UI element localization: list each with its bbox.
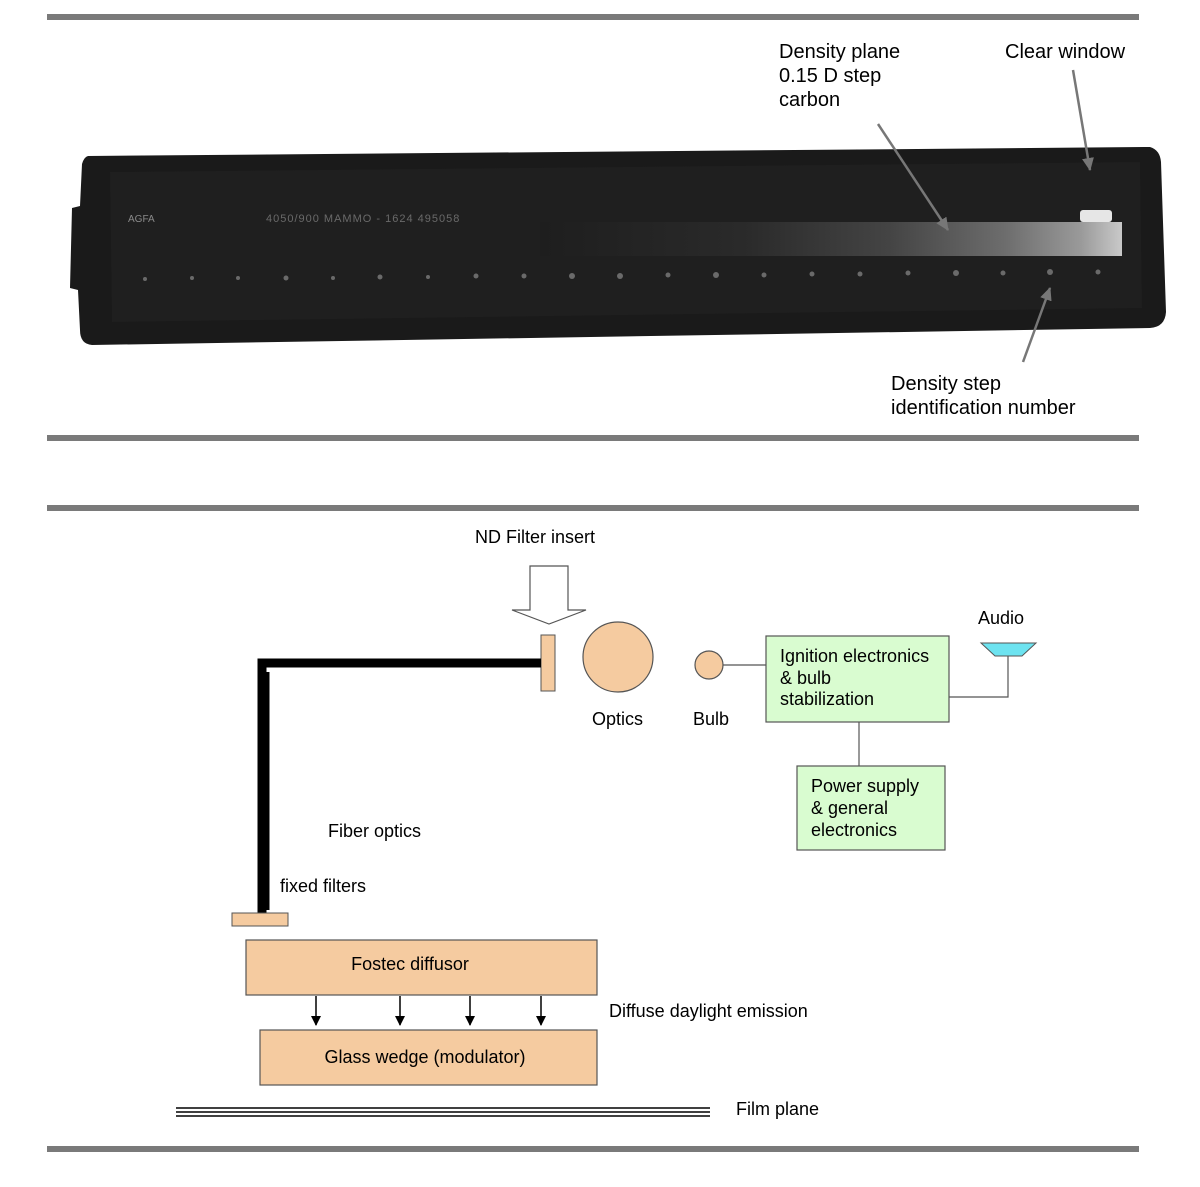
power-label-2: & general (811, 798, 888, 818)
glass-wedge-label: Glass wedge (modulator) (324, 1047, 525, 1067)
power-supply-box (796, 765, 946, 851)
power-label-3: electronics (811, 820, 897, 840)
ignition-label-3: stabilization (780, 689, 874, 709)
engraved-serial: 4050/900 MAMMO - 1624 495058 (266, 213, 460, 225)
step-number-dots (143, 269, 1101, 281)
nd-filter-label: ND Filter insert (475, 527, 595, 547)
top-rule (47, 14, 1139, 20)
power-label-1: Power supply (811, 776, 919, 796)
ignition-label-1: Ignition electronics (780, 646, 929, 666)
clear-window (1080, 210, 1112, 222)
step-id-arrow (1021, 287, 1052, 363)
glass-wedge-box (259, 1029, 598, 1086)
film-plane-label: Film plane (736, 1099, 819, 1119)
nd-filter-slot (540, 634, 556, 692)
diffuse-emission-label: Diffuse daylight emission (609, 1001, 808, 1021)
fostec-diffusor-box (245, 939, 598, 996)
step-wedge-photo: AGFA 4050/900 MAMMO - 1624 495058 (70, 147, 1166, 345)
fixed-filter (231, 912, 289, 927)
step-id-label-2: identification number (891, 397, 1076, 419)
audio-speaker-icon (979, 642, 1038, 657)
engraved-logo: AGFA (128, 214, 155, 225)
audio-connector (949, 656, 1009, 698)
nd-filter-insert-arrow (511, 565, 587, 625)
fiber-optic-cable (257, 658, 541, 914)
step-id-label-1: Density step (891, 373, 1001, 395)
density-plane-label-2: 0.15 D step (779, 65, 881, 87)
optics-lens (582, 621, 654, 693)
ignition-label-2: & bulb (780, 668, 831, 688)
bulb-label: Bulb (693, 709, 729, 729)
ignition-electronics-box (765, 635, 950, 723)
fostec-label: Fostec diffusor (351, 954, 469, 974)
bulb (694, 650, 724, 680)
density-plane-label-3: carbon (779, 89, 840, 111)
audio-label: Audio (978, 608, 1024, 628)
film-plane-lines (176, 1107, 710, 1117)
bottom-rule (47, 1146, 1139, 1152)
emission-arrows (311, 996, 546, 1026)
photo-bottom-rule (47, 435, 1139, 441)
clear-window-label: Clear window (1005, 41, 1126, 63)
fiber-optics-label: Fiber optics (328, 821, 421, 841)
density-plane-arrow (876, 123, 950, 231)
density-wedge (540, 222, 1122, 256)
clear-window-arrow (1071, 69, 1094, 171)
density-plane-label-1: Density plane (779, 41, 900, 63)
fixed-filters-label: fixed filters (280, 876, 366, 896)
optics-label: Optics (592, 709, 643, 729)
diagram-top-rule (47, 505, 1139, 511)
